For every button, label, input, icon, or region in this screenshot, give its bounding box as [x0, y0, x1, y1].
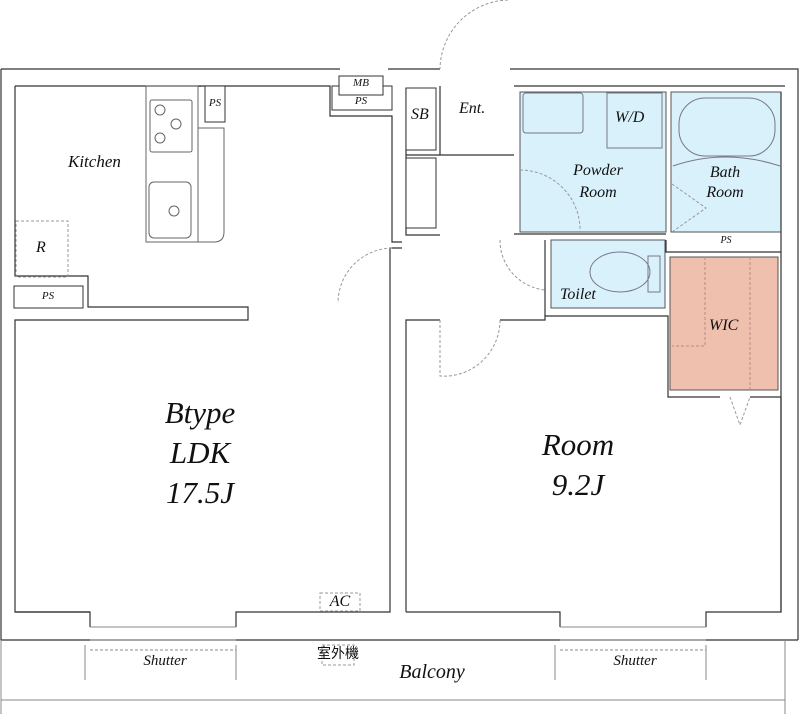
room-area: Room 9.2J	[542, 425, 614, 505]
balcony-label: Balcony	[399, 661, 465, 683]
ps-label-bath: PS	[720, 235, 732, 246]
shutter-label-right: Shutter	[613, 653, 657, 669]
entrance-label: Ent.	[459, 100, 486, 117]
bath-room-area	[670, 91, 782, 233]
toilet-label: Toilet	[560, 286, 596, 303]
ldk-area: Btype LDK 17.5J	[165, 393, 236, 513]
powder-room-label-1: Powder	[573, 162, 623, 179]
room-label: Room	[541, 427, 615, 462]
kitchen-label: Kitchen	[68, 152, 121, 171]
shoe-box-label: SB	[411, 106, 429, 123]
bath-room-label-2: Room	[706, 184, 744, 201]
shutter-label-left: Shutter	[143, 653, 187, 669]
meter-box-label: MB	[353, 77, 369, 89]
ps-label-kitchen-lower: PS	[41, 290, 55, 302]
ps-label-kitchen-upper: PS	[208, 97, 222, 109]
plan-type-label: Btype	[164, 395, 236, 430]
ps-label-mb: PS	[354, 95, 368, 107]
ldk-size: 17.5J	[165, 475, 235, 510]
refrigerator-label: R	[36, 239, 46, 256]
toilet-area	[550, 239, 666, 309]
powder-room-area	[519, 91, 667, 233]
ac-label: AC	[329, 593, 351, 610]
ldk-label: LDK	[169, 435, 231, 470]
room-size: 9.2J	[551, 467, 605, 502]
outdoor-unit-label: 室外機	[317, 646, 359, 662]
powder-room-label-2: Room	[579, 184, 617, 201]
washer-dryer-label: W/D	[615, 109, 645, 126]
wic-label: WIC	[709, 317, 739, 334]
wic-area	[669, 256, 779, 391]
bath-room-label-1: Bath	[709, 164, 741, 181]
